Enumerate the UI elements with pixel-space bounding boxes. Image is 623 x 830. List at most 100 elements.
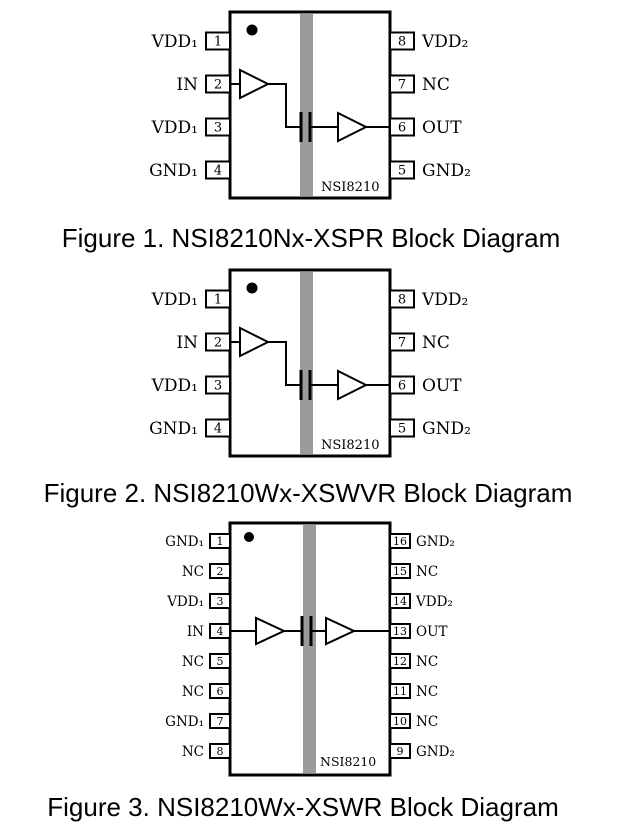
- fig3-left-pin3-number: 3: [217, 595, 224, 608]
- fig3-left-pin8-box: [209, 743, 231, 759]
- fig3-left-pin4-label: IN: [187, 624, 204, 640]
- fig1-left-pin3-box: [205, 117, 231, 137]
- fig1-left-pin4-box: [205, 160, 231, 180]
- fig2-right-pin6-label: OUT: [422, 376, 462, 396]
- figure-3-caption: Figure 3. NSI8210Wx-XSWR Block Diagram: [47, 792, 558, 822]
- fig3-right-pin9-number: 9: [397, 745, 404, 758]
- fig1-left-pin2-label: IN: [176, 75, 198, 95]
- fig1-right-pin7-number: 7: [398, 78, 406, 93]
- fig3-left-pin7-label: GND₁: [165, 714, 204, 730]
- fig3-left-pin1-number: 1: [217, 535, 224, 548]
- fig2-right-pin6-number: 6: [398, 379, 406, 394]
- fig3-left-pin6-box: [209, 683, 231, 699]
- fig1-right-pin8-label: VDD₂: [421, 32, 468, 52]
- fig3-right-pin16-number: 16: [393, 535, 407, 548]
- fig2-isolation-barrier: [300, 272, 313, 454]
- fig2-right-pin5-label: GND₂: [422, 419, 471, 439]
- fig1-left-pin3-label: VDD₁: [151, 118, 198, 138]
- fig3-right-pin12-number: 12: [393, 655, 407, 668]
- fig2-right-pin5-number: 5: [398, 422, 406, 437]
- fig2-left-pin3-box: [205, 375, 231, 395]
- fig2-pin1-marker-dot: [246, 282, 258, 294]
- fig3-right-pin14-label: VDD₂: [415, 594, 453, 610]
- fig3-right-pin9-label: GND₂: [416, 744, 455, 760]
- fig2-left-pin4-number: 4: [214, 422, 222, 437]
- fig3-right-pin11-number: 11: [393, 685, 407, 698]
- fig3-isolation-barrier: [303, 525, 316, 773]
- fig1-left-pin2-number: 2: [214, 78, 222, 93]
- fig3-right-pin10-box: [389, 713, 411, 729]
- fig3-right-pin13-number: 13: [393, 625, 407, 638]
- fig3-left-pin1-label: GND₁: [165, 534, 204, 550]
- fig2-left-pin4-label: GND₁: [149, 419, 198, 439]
- fig1-output-buffer-triangle: [337, 111, 369, 143]
- fig3-left-pin2-label: NC: [182, 564, 204, 580]
- fig2-right-pin8-number: 8: [398, 293, 406, 308]
- fig3-left-pin2-number: 2: [217, 565, 224, 578]
- fig3-left-pin2-box: [209, 563, 231, 579]
- fig1-left-pin4-label: GND₁: [149, 161, 198, 181]
- fig3-left-pin6-label: NC: [182, 684, 204, 700]
- fig1-right-pin8-box: [389, 31, 415, 51]
- fig3-left-pin7-box: [209, 713, 231, 729]
- fig1-chip-label: NSI8210: [321, 180, 380, 195]
- fig3-right-pin9-box: [389, 743, 411, 759]
- fig2-left-pin2-number: 2: [214, 336, 222, 351]
- fig3-right-pin12-box: [389, 653, 411, 669]
- fig2-left-pin1-box: [205, 289, 231, 309]
- fig1-right-pin5-label: GND₂: [422, 161, 471, 181]
- fig3-right-pin15-box: [389, 563, 411, 579]
- fig1-isolation-barrier: [300, 14, 313, 196]
- fig3-right-pin11-box: [389, 683, 411, 699]
- fig2-left-pin1-number: 1: [214, 293, 222, 308]
- fig1-input-buffer-triangle: [239, 68, 271, 100]
- fig3-pin1-marker-dot: [244, 532, 254, 542]
- figure-2: 1 VDD₁ 2 IN 3 VDD₁ 4 GND₁ 8 VDD₂ 7 NC 6 …: [149, 268, 471, 458]
- fig3-left-pin5-label: NC: [182, 654, 204, 670]
- fig2-right-pin5-box: [389, 418, 415, 438]
- fig1-right-pin6-number: 6: [398, 121, 406, 136]
- fig1-left-pin1-number: 1: [214, 35, 222, 50]
- fig1-right-pin6-label: OUT: [422, 118, 462, 138]
- fig2-input-buffer-triangle: [239, 326, 271, 358]
- fig2-left-pin3-label: VDD₁: [151, 376, 198, 396]
- fig3-right-pin11-label: NC: [416, 684, 438, 700]
- figure-1-caption: Figure 1. NSI8210Nx-XSPR Block Diagram: [62, 223, 561, 253]
- fig1-right-pin8-number: 8: [398, 35, 406, 50]
- fig3-left-pin8-number: 8: [217, 745, 224, 758]
- fig3-left-pin8-label: NC: [182, 744, 204, 760]
- fig3-left-pin6-number: 6: [217, 685, 224, 698]
- fig1-left-pin3-number: 3: [214, 121, 222, 136]
- fig2-right-pin7-box: [389, 332, 415, 352]
- fig1-right-pin7-label: NC: [422, 75, 450, 95]
- fig2-left-pin2-label: IN: [176, 333, 198, 353]
- fig3-left-pin5-number: 5: [217, 655, 224, 668]
- fig2-left-pin3-number: 3: [214, 379, 222, 394]
- fig3-right-pin13-label: OUT: [416, 624, 447, 640]
- fig2-left-pin1-label: VDD₁: [151, 290, 198, 310]
- fig2-right-pin8-label: VDD₂: [421, 290, 468, 310]
- fig2-chip-label: NSI8210: [321, 438, 380, 453]
- fig3-right-pin16-label: GND₂: [416, 534, 455, 550]
- fig3-right-pin10-number: 10: [393, 715, 407, 728]
- fig3-left-pin5-box: [209, 653, 231, 669]
- fig3-left-pin3-box: [209, 593, 231, 609]
- fig3-left-pin3-label: VDD₁: [166, 594, 204, 610]
- fig1-left-pin4-number: 4: [214, 164, 222, 179]
- fig3-right-pin15-label: NC: [416, 564, 438, 580]
- figure-1: 1 VDD₁ 2 IN 3 VDD₁ 4 GND₁ 8 VDD₂ 7 NC 6 …: [149, 10, 471, 200]
- figure-2-caption: Figure 2. NSI8210Wx-XSWVR Block Diagram: [44, 478, 573, 508]
- fig1-pin1-marker-dot: [246, 24, 258, 36]
- fig3-input-buffer-triangle: [255, 616, 287, 646]
- fig3-output-buffer-triangle: [325, 616, 357, 646]
- fig1-right-pin5-number: 5: [398, 164, 406, 179]
- fig1-link-wire: [268, 83, 301, 128]
- fig3-right-pin14-number: 14: [393, 595, 407, 608]
- fig3-right-pin14-box: [389, 593, 411, 609]
- fig3-right-pin16-box: [389, 533, 411, 549]
- fig1-right-pin7-box: [389, 74, 415, 94]
- fig3-left-pin7-number: 7: [217, 715, 224, 728]
- fig1-left-pin1-box: [205, 31, 231, 51]
